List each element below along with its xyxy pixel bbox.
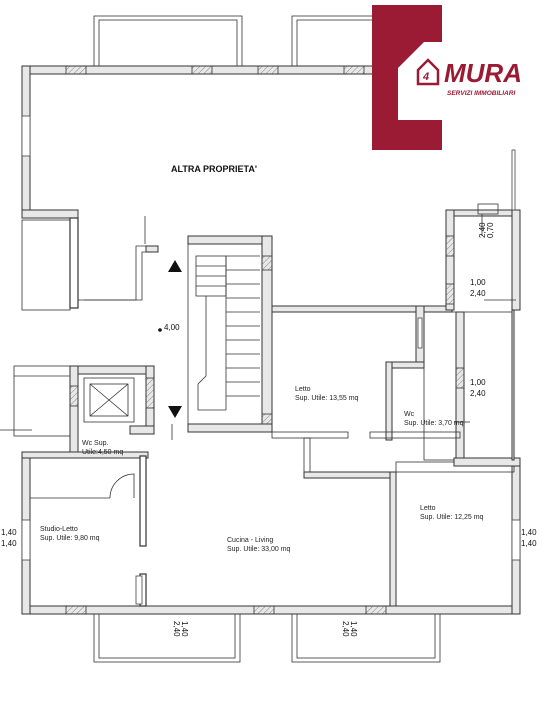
level-marker-icon: [158, 328, 162, 332]
house-logo-icon: 4: [416, 58, 440, 86]
dim-070: 0,70: [486, 222, 495, 238]
balcony-top-right: [291, 15, 377, 67]
dim-240b: 2,40: [470, 289, 486, 298]
dim-140r1: 1,40: [521, 528, 537, 537]
dim-bottom-140b: 1,40: [349, 621, 358, 637]
letto2-area: Sup. Utile: 12,25 mq: [420, 514, 484, 521]
cucina-area: Sup. Utile: 33,00 mq: [227, 546, 291, 553]
brand-tagline: SERVIZI IMMOBILIARI: [447, 90, 515, 97]
dimension-labels: 0,70 2,40 1,00 2,40 1,00 2,40 1,40 1,40 …: [1, 222, 537, 637]
hall-walls: [21, 209, 159, 311]
dim-240c: 2,40: [470, 389, 486, 398]
balcony-top-left: [93, 15, 243, 67]
wc1-name: Wc: [404, 411, 415, 418]
studio-name: Studio-Letto: [40, 526, 78, 533]
staircase: [187, 235, 273, 433]
balcony-bottom-right: [291, 611, 441, 663]
dim-140l1: 1,40: [1, 528, 17, 537]
dim-100b: 1,00: [470, 378, 486, 387]
brand-name: MURA: [444, 58, 522, 88]
studio-area: Sup. Utile: 9,80 mq: [40, 535, 100, 542]
brand-logo: 4 MURA SERVIZI IMMOBILIARI: [372, 5, 541, 150]
reference-marks: [0, 214, 516, 440]
letto1-name: Letto: [295, 386, 311, 393]
level-label: 4,00: [164, 323, 180, 332]
cucina-name: Cucina - Living: [227, 537, 273, 544]
logo-banner: [398, 42, 541, 120]
wc2-name: Wc Sup.: [82, 440, 109, 447]
elevator-wc-block: [13, 365, 155, 607]
dim-bottom-240a: 2,40: [172, 621, 181, 637]
dim-bottom-140a: 1,40: [180, 621, 189, 637]
arrow-up-icon: [168, 260, 182, 272]
wc1-area: Sup. Utile: 3,70 mq: [404, 420, 464, 427]
dim-140r2: 1,40: [521, 539, 537, 548]
svg-text:4: 4: [422, 71, 429, 83]
altra-proprieta-label: ALTRA PROPRIETA': [171, 164, 257, 174]
dim-bottom-240b: 2,40: [341, 621, 350, 637]
dim-100a: 1,00: [470, 278, 486, 287]
dim-140l2: 1,40: [1, 539, 17, 548]
letto2-name: Letto: [420, 505, 436, 512]
letto1-area: Sup. Utile: 13,55 mq: [295, 395, 359, 402]
bedroom-walls: [135, 203, 521, 607]
balcony-bottom-left: [93, 611, 241, 663]
arrow-down-icon: [168, 406, 182, 418]
wc2-area: Utile:4,50 mq: [82, 449, 123, 456]
dim-240a: 2,40: [478, 222, 487, 238]
